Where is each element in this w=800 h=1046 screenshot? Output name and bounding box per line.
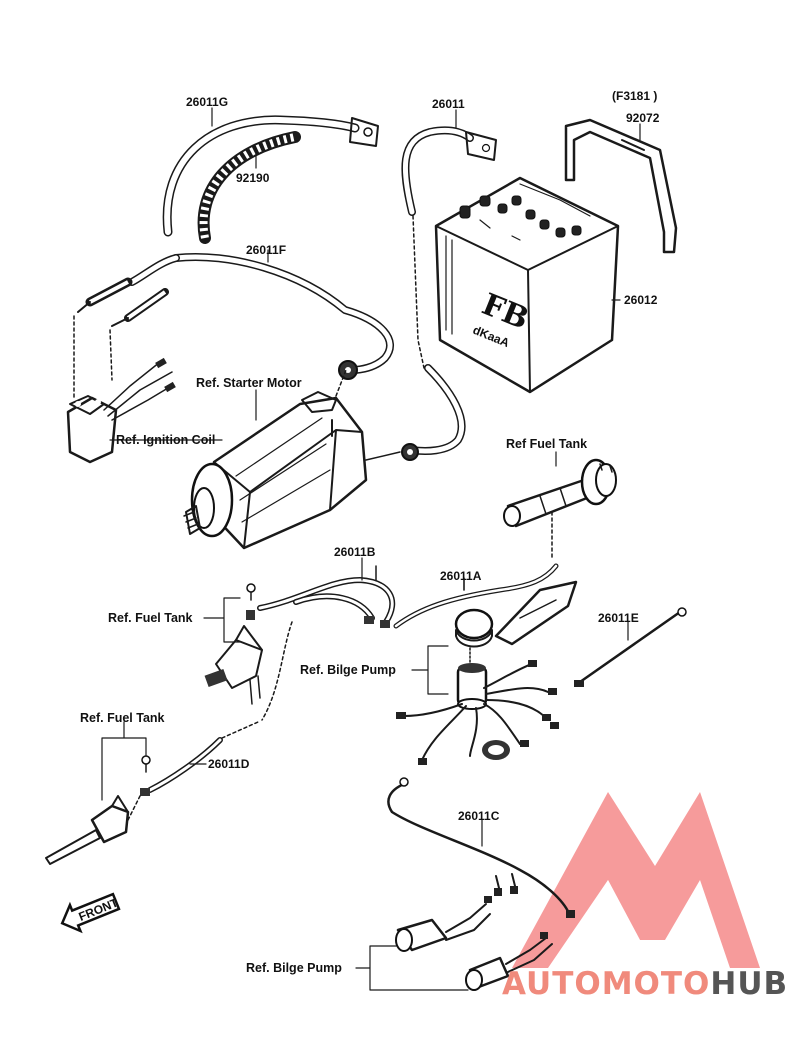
label-26011E: 26011E <box>598 611 639 625</box>
wire-26011E <box>574 607 687 687</box>
front-arrow: FRONT <box>60 892 121 934</box>
label-ref-ignition-coil: Ref. Ignition Coil <box>116 433 215 447</box>
label-ref-starter-motor: Ref. Starter Motor <box>196 376 302 390</box>
watermark-word-a: AUTOMOTO <box>502 966 710 1002</box>
figure-code: (F3181 ) <box>612 89 657 103</box>
wire-26011C <box>387 777 575 918</box>
bilge-pump-switch <box>396 580 578 765</box>
label-92190: 92190 <box>236 171 270 185</box>
watermark-text: AUTOMOTOHUB <box>502 966 788 1002</box>
label-ref-bilge-pump-low: Ref. Bilge Pump <box>246 961 342 975</box>
wire-26011D <box>140 621 293 796</box>
fuel-tank-fitting-low <box>45 755 151 865</box>
label-26012: 26012 <box>624 293 658 307</box>
cable-26011G <box>162 115 379 244</box>
label-26011C: 26011C <box>458 809 500 823</box>
battery-strap <box>564 118 678 254</box>
leader-lines <box>101 107 641 991</box>
label-26011F: 26011F <box>246 243 286 257</box>
cable-26011F <box>73 252 394 401</box>
label-26011D: 26011D <box>208 757 250 771</box>
label-26011A: 26011A <box>440 569 482 583</box>
fuel-tank-pickup <box>503 458 617 559</box>
label-92072: 92072 <box>626 111 660 125</box>
ignition-coil <box>66 357 176 464</box>
label-26011G: 26011G <box>186 95 228 109</box>
battery: FB dKaaA <box>434 176 620 394</box>
label-ref-bilge-pump-mid: Ref. Bilge Pump <box>300 663 396 677</box>
label-ref-fuel-tank-mid: Ref. Fuel Tank <box>108 611 193 625</box>
watermark-triangle-icon <box>512 792 760 968</box>
label-ref-fuel-tank-top: Ref Fuel Tank <box>506 437 587 451</box>
starter-motor <box>183 369 401 550</box>
fuel-tank-fitting-mid <box>204 583 263 705</box>
wire-26011B <box>257 565 396 628</box>
label-ref-fuel-tank-low: Ref. Fuel Tank <box>80 711 165 725</box>
bilge-pump-bottom <box>395 896 553 991</box>
label-26011: 26011 <box>432 97 465 111</box>
front-arrow-icon <box>60 892 121 934</box>
cable-26011 <box>401 126 497 461</box>
watermark-word-b: HUB <box>710 966 788 1002</box>
label-26011B: 26011B <box>334 545 376 559</box>
watermark-logo <box>512 792 760 968</box>
